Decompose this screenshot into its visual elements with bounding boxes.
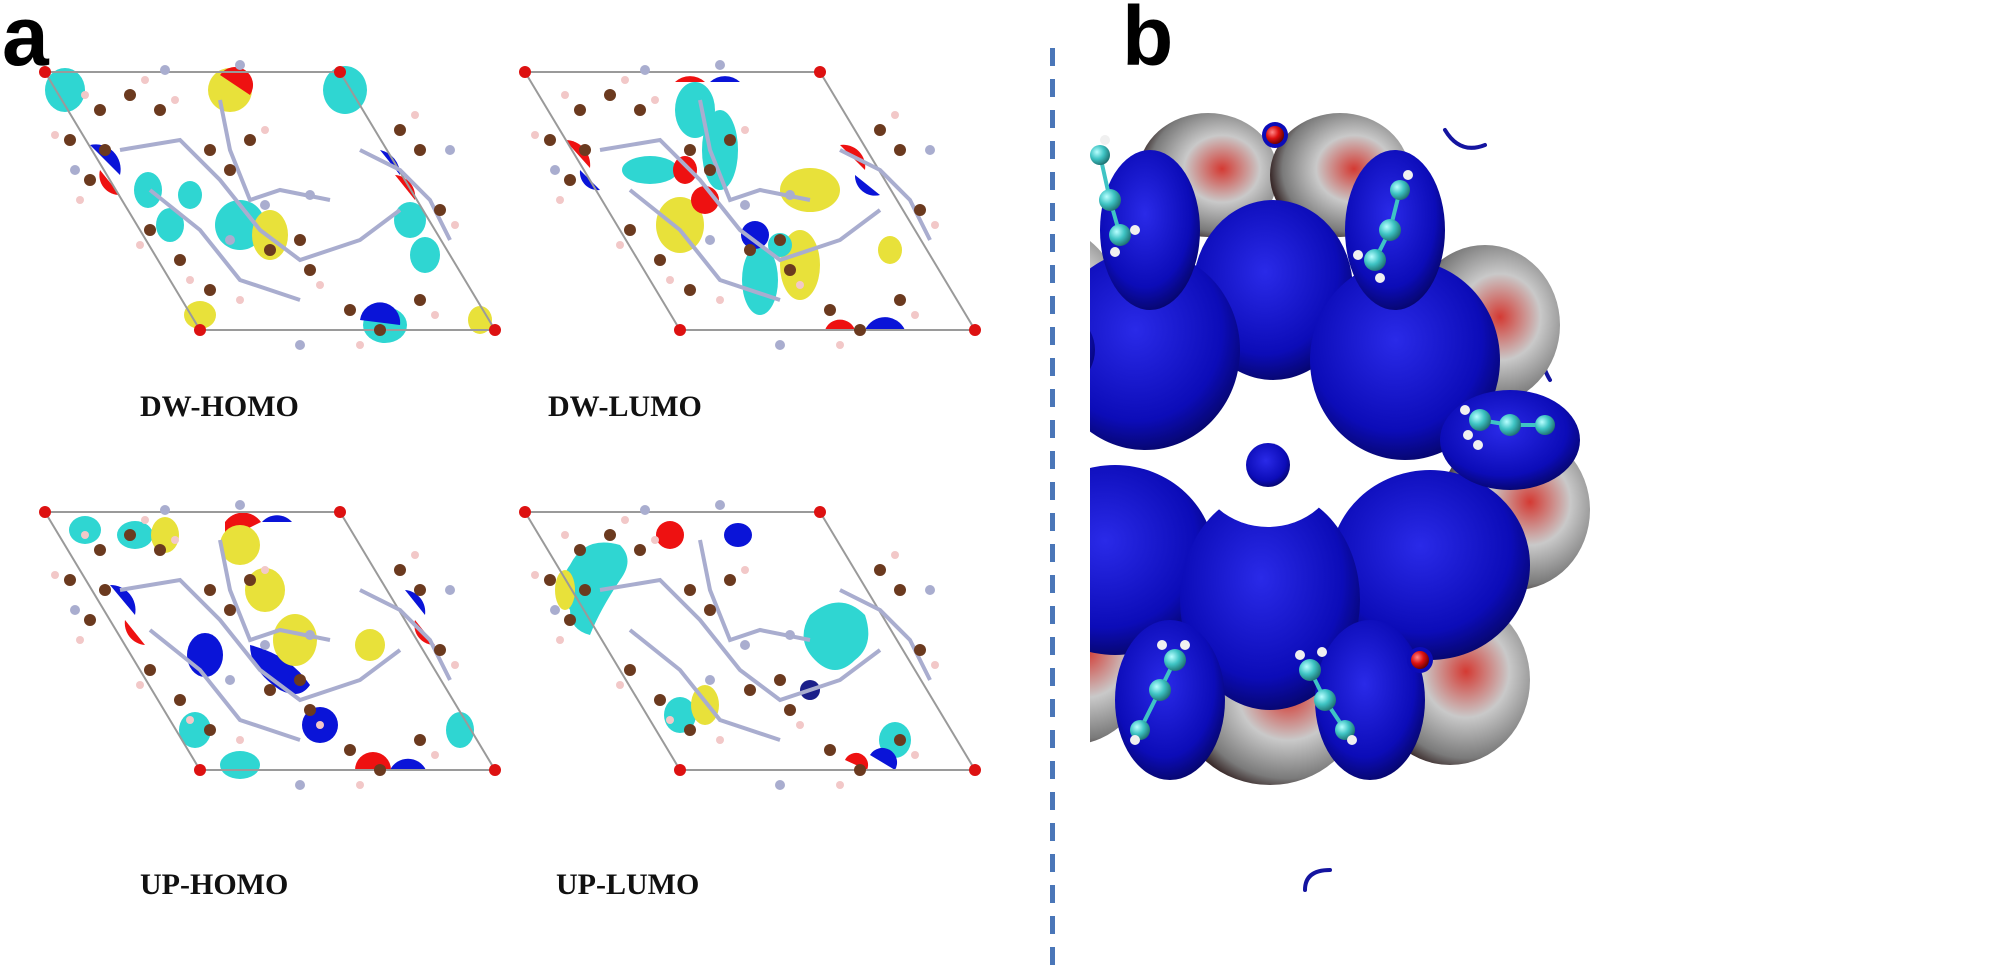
orbital-up-lumo [480, 440, 1000, 800]
panel-b-letter: b [1122, 0, 1174, 83]
label-up-homo: UP-HOMO [140, 868, 289, 901]
orbital-up-homo [0, 440, 520, 800]
esp-surface-render [1090, 40, 2008, 971]
panel-divider [1050, 48, 1055, 971]
panel-a-letter: a [2, 0, 49, 83]
orbital-dw-homo [0, 0, 520, 360]
label-up-lumo: UP-LUMO [556, 868, 700, 901]
orbital-dw-lumo [480, 0, 1000, 360]
label-dw-lumo: DW-LUMO [548, 390, 702, 423]
label-dw-homo: DW-HOMO [140, 390, 299, 423]
